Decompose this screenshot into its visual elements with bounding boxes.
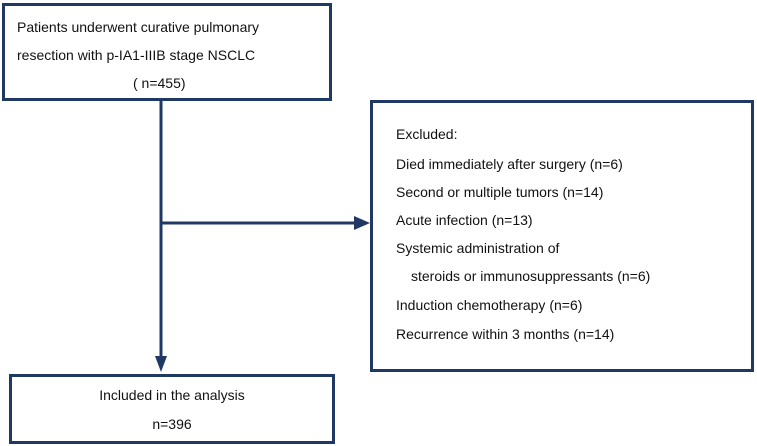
excluded-item: Recurrence within 3 months (n=14): [396, 326, 615, 342]
excluded-item: Acute infection (n=13): [396, 212, 533, 228]
excluded-item: Died immediately after surgery (n=6): [396, 156, 623, 172]
excluded-item: Systemic administration of: [396, 240, 560, 256]
included-box: Included in the analysis n=396: [9, 374, 335, 444]
included-label: Included in the analysis: [99, 387, 245, 403]
patients-line-3: ( n=455): [133, 75, 186, 91]
patients-line-1: Patients underwent curative pulmonary: [17, 19, 260, 35]
patients-line-2: resection with p-IA1-IIIB stage NSCLC: [17, 47, 256, 63]
excluded-heading: Excluded:: [396, 126, 458, 142]
excluded-item: steroids or immunosuppressants (n=6): [411, 268, 651, 284]
arrowhead-to-included: [155, 356, 167, 372]
included-count: n=396: [152, 416, 192, 432]
patients-box: Patients underwent curative pulmonary re…: [2, 3, 332, 101]
excluded-item: Induction chemotherapy (n=6): [396, 297, 583, 313]
arrowhead-to-excluded: [354, 216, 370, 230]
excluded-item: Second or multiple tumors (n=14): [396, 184, 604, 200]
excluded-box: Excluded: Died immediately after surgery…: [370, 100, 754, 372]
